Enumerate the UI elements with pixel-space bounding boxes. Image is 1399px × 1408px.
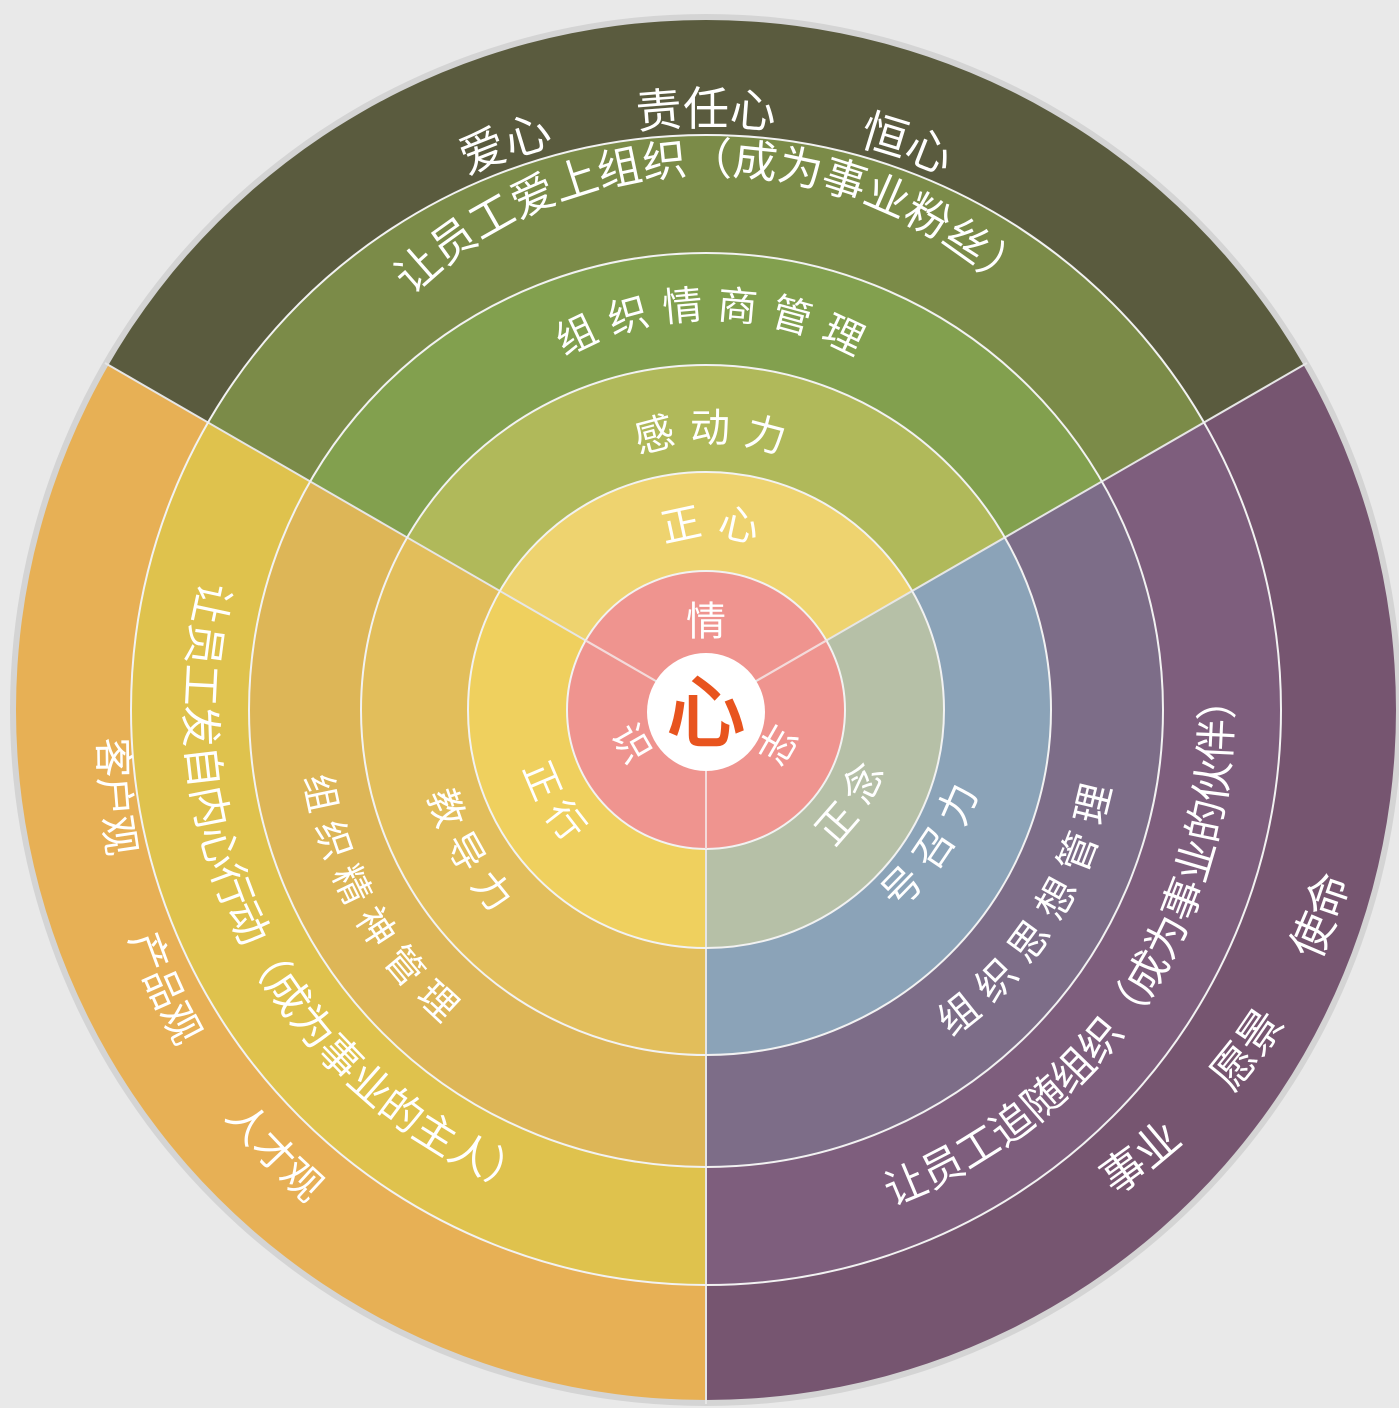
right-ring-5-segment — [706, 422, 1281, 1285]
right-ring-6-segment — [706, 365, 1396, 1400]
core-divider-3 — [757, 639, 827, 681]
top-ring-3-segment — [407, 365, 1005, 591]
wheel-rings — [16, 20, 1396, 1400]
right-ring-4-segment — [706, 481, 1163, 1167]
core-divider-2 — [585, 639, 655, 681]
ring-borders — [130, 134, 1282, 1286]
top-outer-label-2: 责任心 — [634, 82, 778, 140]
left-ring-6-segment — [16, 365, 707, 1400]
top-ring-4-segment — [310, 253, 1102, 538]
ring-border-2 — [467, 471, 945, 949]
left-ring-2-segment — [468, 591, 706, 948]
left-ring-4-segment — [248, 481, 707, 1167]
center-disc — [647, 653, 765, 771]
top-ring-6-segment — [108, 20, 1304, 423]
ring-border-4 — [248, 252, 1164, 1168]
core-label-top: 情 — [686, 599, 726, 645]
center-heart-label: 心 — [667, 668, 745, 759]
top-ring-5-segment — [208, 135, 1204, 482]
left-outer-label-1: 客户观 — [89, 737, 144, 858]
top-ring2-label: 正 心 — [657, 499, 764, 552]
ring-border-3 — [360, 364, 1052, 1056]
right-ring-2-segment — [706, 591, 944, 948]
right-ring-3-segment — [706, 537, 1051, 1055]
left-ring-3-segment — [361, 537, 706, 1056]
ring-border-5 — [130, 134, 1282, 1286]
top-ring-2-segment — [499, 472, 913, 641]
left-ring-5-segment — [130, 422, 706, 1285]
